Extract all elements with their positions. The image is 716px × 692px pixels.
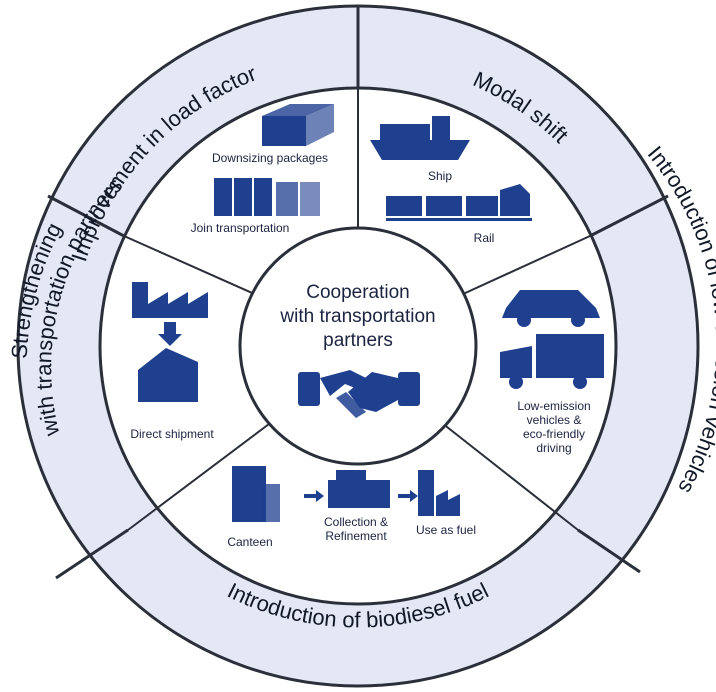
label-low-emission-4: driving xyxy=(536,441,571,455)
ring-divider-bottom-right xyxy=(577,528,641,574)
label-rail: Rail xyxy=(474,231,495,245)
ring-divider-bottom-left xyxy=(55,528,129,580)
ring-divider-right xyxy=(589,194,669,238)
house-icon xyxy=(138,348,198,402)
label-collection-1: Collection & xyxy=(324,515,388,529)
center-title-line3: partners xyxy=(323,330,393,351)
label-low-emission-1: Low-emission xyxy=(517,399,590,413)
ring-divider-left xyxy=(47,194,125,238)
car-icon xyxy=(502,290,600,327)
center-title-line1: Cooperation xyxy=(306,282,410,303)
fuel-factory-icon xyxy=(418,470,460,516)
center-title-line2: with transportation xyxy=(279,306,435,327)
truck-icon xyxy=(500,334,604,389)
label-use-as-fuel: Use as fuel xyxy=(416,523,476,537)
building-icon xyxy=(232,466,280,522)
handshake-icon xyxy=(298,370,420,418)
arrow-down-icon xyxy=(158,322,182,346)
label-join-transportation: Join transportation xyxy=(191,221,290,235)
arrow-right-icon-2 xyxy=(398,490,418,502)
package-box-icon xyxy=(262,104,334,146)
label-canteen: Canteen xyxy=(227,535,272,549)
label-collection-2: Refinement xyxy=(325,529,387,543)
train-icon xyxy=(386,184,532,221)
arrow-right-icon xyxy=(304,490,324,502)
factory-icon xyxy=(328,470,390,508)
label-low-emission-2: vehicles & xyxy=(527,413,582,427)
spoke-left xyxy=(123,235,269,301)
spoke-right xyxy=(449,235,591,301)
spoke-bottom-left xyxy=(127,411,286,531)
spoke-bottom-right xyxy=(427,411,579,531)
stacked-pallets-icon xyxy=(214,178,320,216)
factory-source-icon xyxy=(132,282,208,318)
label-direct-shipment: Direct shipment xyxy=(130,427,214,441)
label-low-emission-3: eco-friendly xyxy=(523,427,585,441)
ship-icon xyxy=(370,116,470,160)
label-downsizing-packages: Downsizing packages xyxy=(212,151,328,165)
label-ship: Ship xyxy=(428,169,452,183)
